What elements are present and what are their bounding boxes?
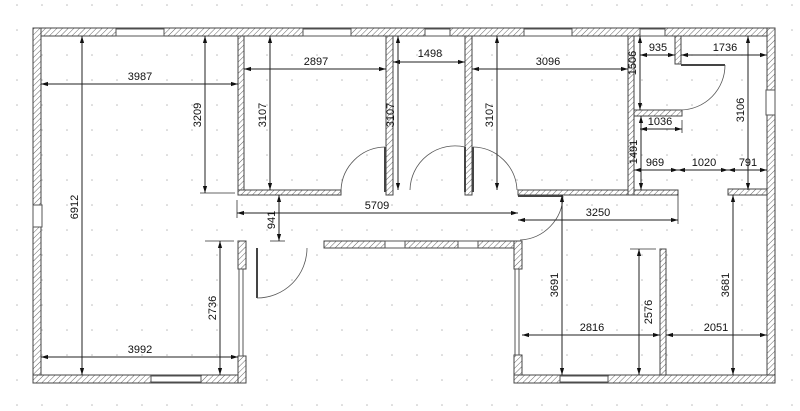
dim-label: 3107 — [484, 103, 496, 127]
dimension-lines — [41, 36, 767, 375]
dim-label: 1491 — [628, 140, 640, 164]
dim-label: 2816 — [580, 322, 604, 334]
dim-label: 3096 — [536, 56, 560, 68]
dim-label: 3106 — [735, 98, 747, 122]
dim-label: 791 — [739, 157, 757, 169]
dim-label: 1498 — [418, 48, 442, 60]
dim-label: 3681 — [720, 273, 732, 297]
dim-label: 2051 — [704, 322, 728, 334]
dimension-labels: 3987 3209 6912 2897 3107 1498 3107 3107 … — [69, 42, 757, 356]
dim-label: 2736 — [207, 296, 219, 320]
dim-label: 935 — [649, 42, 667, 54]
dim-label: 1036 — [648, 116, 672, 128]
doors — [256, 64, 726, 299]
dim-label: 941 — [266, 211, 278, 229]
dim-label: 1020 — [692, 157, 716, 169]
dim-label: 3250 — [586, 207, 610, 219]
dim-label: 969 — [646, 157, 664, 169]
dim-label: 2576 — [643, 300, 655, 324]
dim-label: 3691 — [549, 273, 561, 297]
dim-label: 1506 — [627, 51, 639, 75]
dim-label: 6912 — [69, 195, 81, 219]
dim-label: 1736 — [713, 42, 737, 54]
dim-label: 3107 — [257, 103, 269, 127]
dim-label: 3987 — [128, 71, 152, 83]
dim-label: 3209 — [192, 103, 204, 127]
dim-label: 3107 — [385, 103, 397, 127]
dim-label: 2897 — [304, 56, 328, 68]
windows — [32, 28, 776, 383]
dim-label: 5709 — [365, 200, 389, 212]
dim-label: 3992 — [128, 344, 152, 356]
